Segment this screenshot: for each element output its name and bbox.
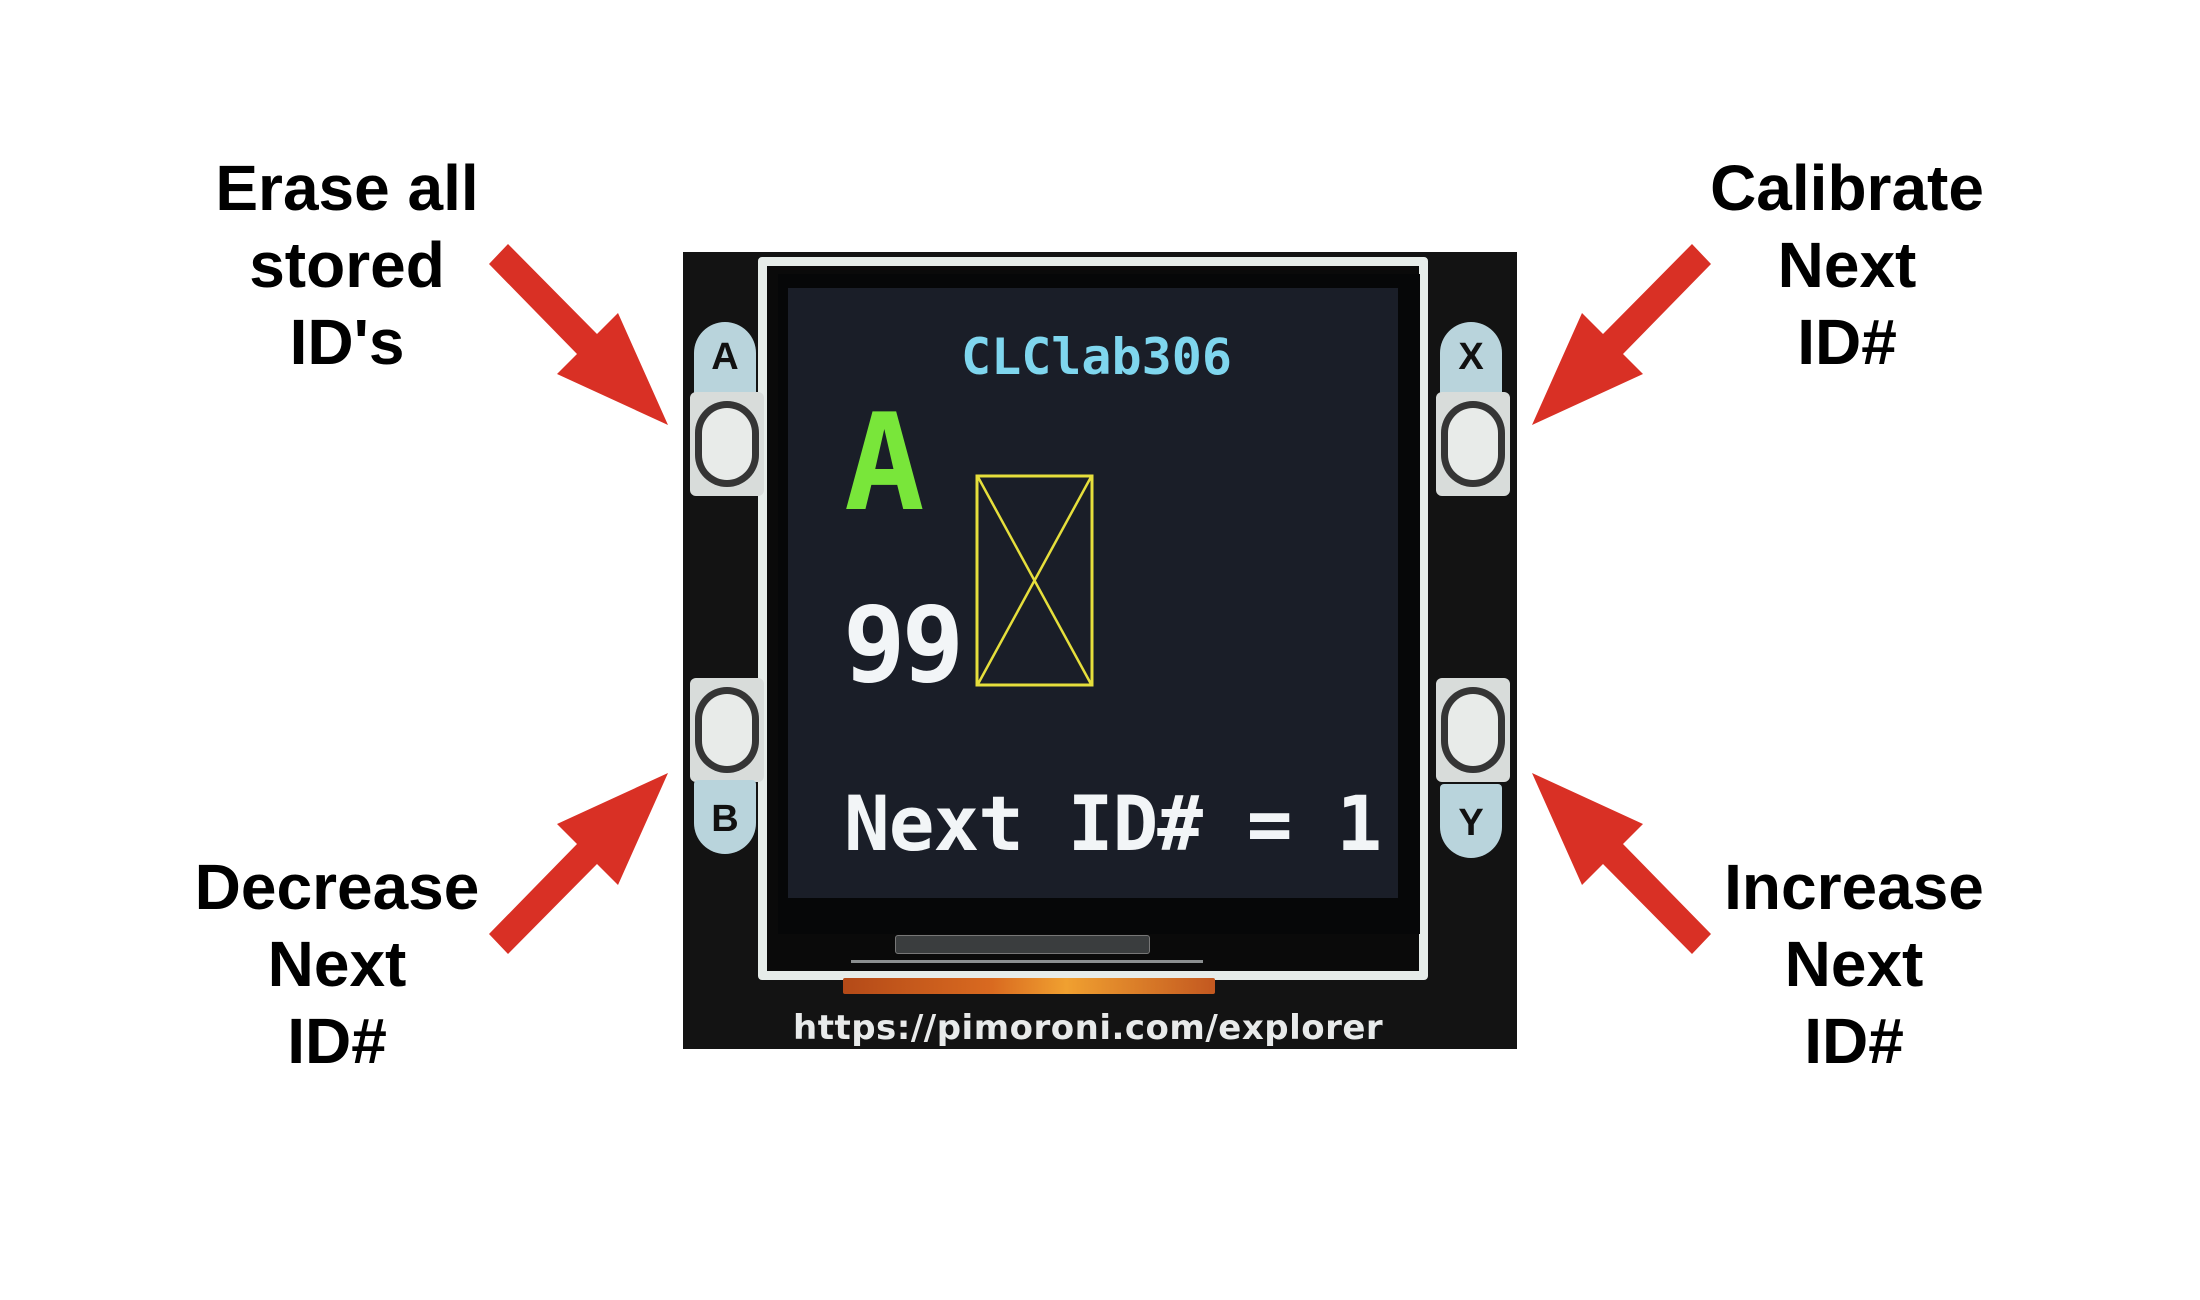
button-x-label-tab: X: [1440, 322, 1502, 396]
display-flex-cable: [843, 978, 1215, 994]
label-line: Next: [1777, 229, 1917, 301]
crossed-box-icon: [975, 474, 1094, 687]
button-a-switch[interactable]: [690, 392, 764, 496]
label-line: Next: [1784, 928, 1924, 1000]
screen-next-id: Next ID# = 1: [844, 779, 1382, 868]
button-b-switch[interactable]: [690, 678, 764, 782]
display-connector-strip: [895, 935, 1150, 954]
button-b-cap[interactable]: [702, 694, 752, 766]
arrow-to-button-b-icon: [489, 773, 668, 954]
button-a-label-tab: A: [694, 322, 756, 396]
label-line: Calibrate: [1710, 152, 1984, 224]
label-line: Erase all: [215, 152, 479, 224]
button-y-label-tab: Y: [1440, 784, 1502, 858]
label-line: Increase: [1724, 851, 1984, 923]
button-b-label-tab: B: [694, 780, 756, 854]
button-x-cap[interactable]: [1448, 408, 1498, 480]
label-decrease-next-id: Decrease Next ID#: [127, 849, 547, 1080]
label-line: ID#: [1797, 306, 1897, 378]
button-y[interactable]: Y: [1434, 678, 1512, 864]
button-a-label: A: [711, 336, 739, 378]
lcd-screen: CLClab306 A 99 Next ID# = 1: [788, 288, 1398, 898]
arrow-to-button-y-icon: [1532, 773, 1711, 954]
screen-count: 99: [843, 584, 964, 706]
button-y-label: Y: [1458, 802, 1484, 844]
screen-letter: A: [844, 385, 925, 541]
label-line: stored: [249, 229, 445, 301]
label-line: Decrease: [194, 851, 480, 923]
button-x-label: X: [1458, 336, 1484, 378]
arrow-to-button-x-icon: [1532, 244, 1711, 425]
silkscreen-url: https://pimoroni.com/explorer: [793, 1008, 1384, 1048]
button-x[interactable]: X: [1434, 322, 1512, 500]
display-edge-line: [851, 960, 1203, 963]
label-calibrate-next-id: Calibrate Next ID#: [1637, 150, 2057, 381]
label-line: ID#: [1804, 1005, 1904, 1077]
label-line: ID's: [289, 306, 405, 378]
button-b-label: B: [711, 798, 739, 840]
button-b[interactable]: B: [688, 678, 766, 860]
arrow-to-button-a-icon: [489, 244, 668, 425]
explorer-device-photo: CLClab306 A 99 Next ID# = 1 https://pimo…: [683, 252, 1517, 1049]
button-y-cap[interactable]: [1448, 694, 1498, 766]
button-a-cap[interactable]: [702, 408, 752, 480]
screen-title: CLClab306: [961, 328, 1232, 386]
label-line: ID#: [287, 1005, 387, 1077]
button-y-switch[interactable]: [1436, 678, 1510, 782]
label-line: Next: [267, 928, 407, 1000]
button-x-switch[interactable]: [1436, 392, 1510, 496]
button-a[interactable]: A: [688, 322, 766, 500]
label-increase-next-id: Increase Next ID#: [1644, 849, 2064, 1080]
label-erase-all-ids: Erase all stored ID's: [137, 150, 557, 381]
